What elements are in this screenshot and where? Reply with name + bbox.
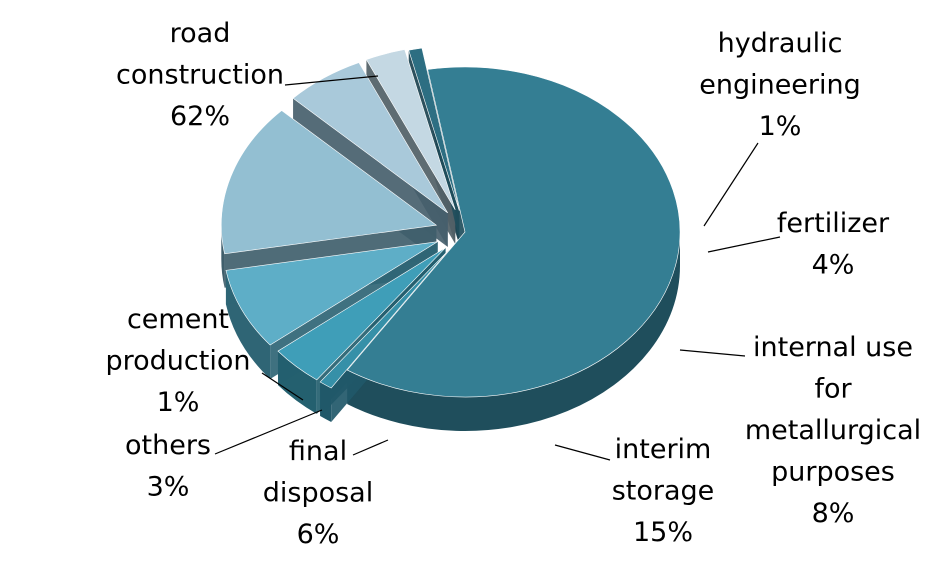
- slice-value-label: 6%: [297, 519, 340, 550]
- leader-line-cement-production: [261, 372, 304, 401]
- leader-line-interim-storage: [554, 444, 611, 461]
- slice-name-line: disposal: [263, 478, 373, 509]
- leader-line-road-construction: [284, 75, 379, 86]
- slice-name-line: hydraulic: [718, 28, 843, 59]
- slice-value-label: 4%: [812, 250, 855, 281]
- leader-line-final-disposal: [352, 439, 389, 456]
- slice-label-cement-production: cement production 1%: [106, 304, 251, 418]
- leader-line-hydraulic-engineering: [703, 142, 759, 227]
- slice-value-label: 3%: [147, 472, 190, 503]
- pie-slice-hydraulic-engineering: [319, 249, 450, 389]
- slice-name-line: others: [125, 430, 211, 461]
- slice-value-label: 15%: [633, 517, 693, 548]
- pie-slice-final-disposal: [292, 62, 448, 214]
- slice-value-label: 62%: [170, 101, 230, 132]
- leader-line-internal-use-for-metallurgical-purposes: [679, 349, 746, 357]
- slice-label-others: others 3%: [125, 430, 211, 503]
- leader-line-fertilizer: [707, 236, 781, 253]
- slice-label-fertilizer: fertilizer 4%: [777, 208, 890, 281]
- slice-name-line: engineering: [699, 70, 861, 101]
- pie-slice-tops: [221, 47, 681, 398]
- slice-name-line: fertilizer: [777, 208, 890, 239]
- pie-slice-outer-side: [225, 270, 271, 380]
- slice-label-interim-storage: interim storage 15%: [612, 434, 715, 548]
- pie-slice-others: [365, 49, 456, 211]
- slice-labels: road construction 62% hydraulic engineering 1…: [106, 18, 922, 550]
- slice-name-line: storage: [612, 476, 715, 507]
- slice-value-label: 1%: [759, 111, 802, 142]
- slice-name-line: construction: [116, 60, 284, 91]
- slice-name-line: internal use: [753, 332, 913, 363]
- slice-label-internal-use-for-metallurgical-purposes: internal use for metallurgical purposes 8%: [745, 332, 921, 529]
- slice-name-line: cement: [127, 304, 229, 335]
- slice-name-line: final: [289, 436, 347, 467]
- leader-line-others: [214, 409, 323, 455]
- pie-slice-outer-side: [347, 232, 680, 432]
- slice-name-line: interim: [615, 434, 712, 465]
- leader-lines: [214, 75, 781, 461]
- slice-value-label: 8%: [812, 498, 855, 529]
- pie-slice-fertilizer: [277, 247, 446, 381]
- slice-label-road-construction: road construction 62%: [116, 18, 284, 132]
- slice-name-line: production: [106, 346, 251, 377]
- slice-name-line: purposes: [771, 457, 895, 488]
- pie-slice-interim-storage: [221, 110, 438, 255]
- pie-slice-internal-use-for-metallurgical-purposes: [225, 241, 438, 346]
- slice-label-hydraulic-engineering: hydraulic engineering 1%: [699, 28, 861, 142]
- pie-slice-cement-production: [408, 47, 460, 211]
- slice-value-label: 1%: [157, 387, 200, 418]
- slice-label-final-disposal: final disposal 6%: [263, 436, 373, 550]
- pie-slice-road-construction: [346, 66, 681, 398]
- slice-name-line: road: [170, 18, 231, 49]
- slice-name-line: for: [814, 374, 852, 405]
- slice-name-line: metallurgical: [745, 415, 921, 446]
